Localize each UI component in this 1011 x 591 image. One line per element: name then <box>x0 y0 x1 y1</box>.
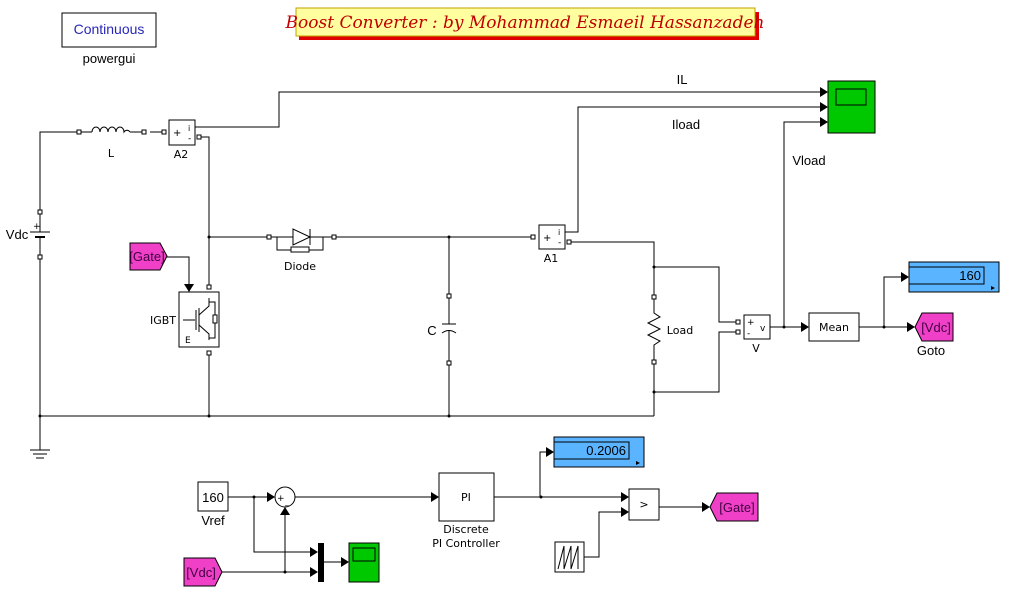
pi-controller-block[interactable]: PI <box>438 472 495 522</box>
svg-text:[Gate]: [Gate] <box>129 249 164 264</box>
scope-control[interactable] <box>348 542 380 583</box>
svg-text:0.2006: 0.2006 <box>586 443 626 458</box>
svg-text:E: E <box>185 336 191 346</box>
igbt-block[interactable]: E <box>178 284 220 356</box>
pi-label-line1: Discrete <box>443 523 489 536</box>
svg-text:160: 160 <box>959 268 981 283</box>
goto-gate-tag[interactable]: [Gate] <box>709 492 759 522</box>
from-gate-tag[interactable]: [Gate] <box>129 242 168 271</box>
mux-block[interactable] <box>318 543 324 582</box>
igbt-label: IGBT <box>150 314 176 327</box>
title-text: Boost Converter : by Mohammad Esmaeil Ha… <box>285 13 765 33</box>
sawtooth-generator[interactable] <box>554 541 585 573</box>
svg-text:Mean: Mean <box>819 321 849 334</box>
signal-wires <box>195 87 915 332</box>
powergui-block[interactable]: Continuous <box>61 12 157 48</box>
svg-text:160: 160 <box>202 490 224 505</box>
svg-text:_: _ <box>284 497 290 507</box>
display-duty[interactable]: 0.2006 <box>553 436 645 468</box>
svg-text:PI: PI <box>461 491 471 504</box>
a1-label: A1 <box>544 252 559 265</box>
scope-main[interactable] <box>827 80 876 134</box>
sum-block[interactable]: + _ <box>274 486 296 508</box>
svg-text:i: i <box>558 228 560 237</box>
a2-label: A2 <box>174 148 189 161</box>
svg-text:v: v <box>760 324 766 334</box>
compare-block[interactable]: > <box>628 488 660 521</box>
svg-text:+: + <box>173 128 181 139</box>
vdc-label: Vdc <box>6 227 29 242</box>
svg-text:[Vdc]: [Vdc] <box>186 565 216 580</box>
powergui-mode: Continuous <box>74 21 145 37</box>
svg-text:+: + <box>33 222 41 232</box>
ammeter-a1[interactable]: + i - <box>530 224 572 250</box>
signal-iload-label: Iload <box>672 117 700 132</box>
signal-vload-label: Vload <box>792 153 825 168</box>
diode-block[interactable] <box>266 228 337 253</box>
load-resistor[interactable] <box>646 294 662 365</box>
ammeter-a2[interactable]: + i - <box>161 119 202 146</box>
svg-text:+: + <box>543 233 551 244</box>
svg-text:-: - <box>747 329 750 339</box>
from-vdc-tag[interactable]: [Vdc] <box>183 557 223 587</box>
signal-il-label: IL <box>677 72 688 87</box>
mean-block[interactable]: Mean <box>808 312 860 342</box>
svg-text:-: - <box>558 238 561 248</box>
control-wires <box>221 447 710 577</box>
capacitor-label: C <box>427 323 436 338</box>
voltmeter-label: V <box>752 342 760 355</box>
svg-text:[Gate]: [Gate] <box>719 500 754 515</box>
vref-constant[interactable]: 160 <box>197 481 229 512</box>
powergui-label: powergui <box>83 51 136 66</box>
pi-label-line2: PI Controller <box>432 537 500 550</box>
inductor-label: L <box>108 147 115 160</box>
svg-text:>: > <box>639 498 648 511</box>
display-vdc-mean[interactable]: 160 <box>908 261 1000 293</box>
diode-label: Diode <box>284 260 316 273</box>
inductor-block[interactable] <box>76 126 147 135</box>
title-annotation: Boost Converter : by Mohammad Esmaeil Ha… <box>285 7 765 40</box>
svg-text:[Vdc]: [Vdc] <box>921 320 951 335</box>
goto-label: Goto <box>917 343 945 358</box>
vref-label: Vref <box>201 513 225 528</box>
power-wires <box>38 131 738 436</box>
vdc-source[interactable]: + <box>30 209 50 260</box>
ground-symbol <box>30 436 50 459</box>
svg-text:+: + <box>277 494 285 504</box>
capacitor-block[interactable] <box>441 293 457 366</box>
svg-text:+: + <box>747 318 755 328</box>
goto-vdc-tag[interactable]: [Vdc] <box>914 312 954 342</box>
svg-text:-: - <box>188 134 191 144</box>
voltmeter-v[interactable]: + - v <box>735 314 771 340</box>
load-label: Load <box>667 324 693 337</box>
svg-text:i: i <box>188 124 190 133</box>
